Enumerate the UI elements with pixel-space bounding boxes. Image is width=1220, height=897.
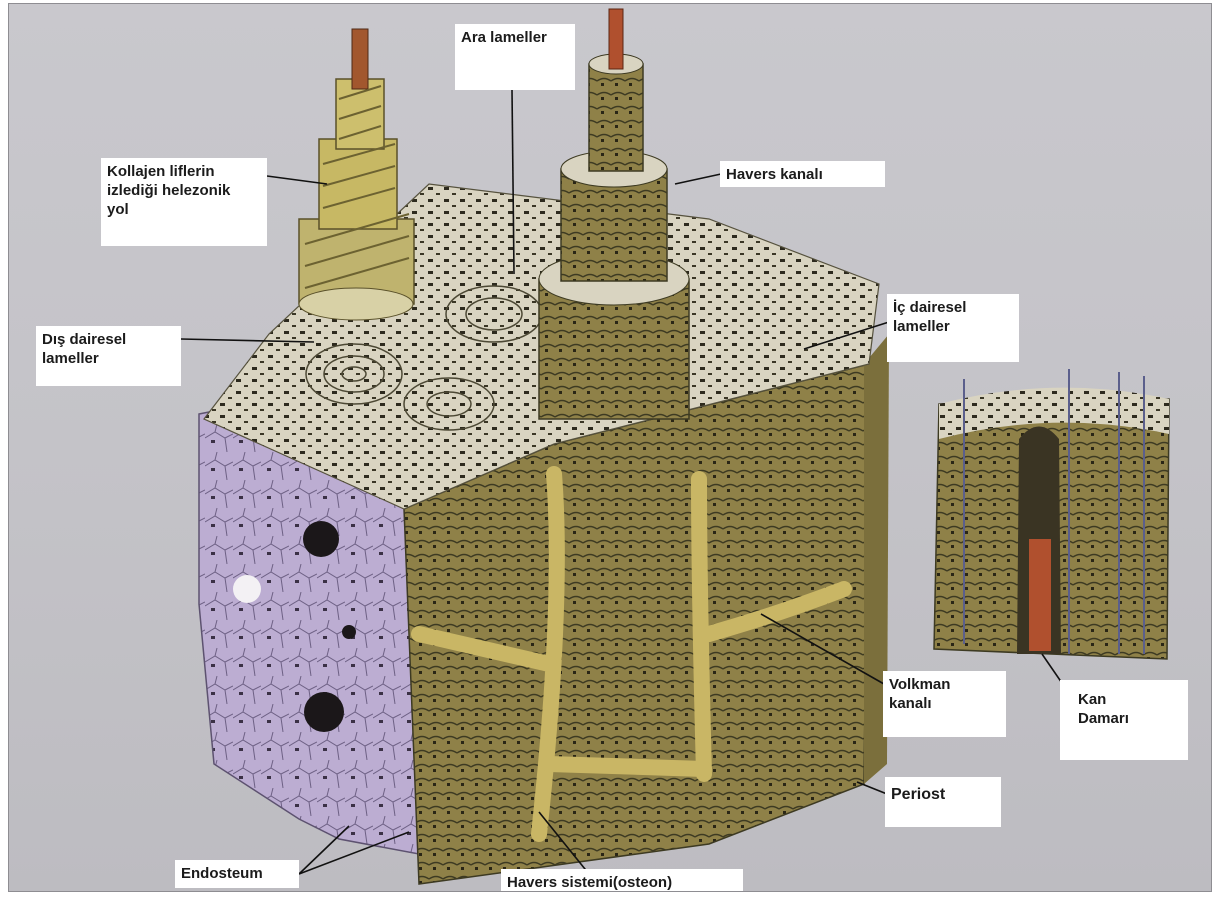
label-dis-dairesel-lameller: Dış dairesel lameller: [36, 326, 181, 386]
label-ic-dairesel-lameller: İç dairesel lameller: [887, 294, 1019, 362]
label-endosteum: Endosteum: [175, 860, 299, 888]
label-ara-lameller: Ara lameller: [455, 24, 575, 90]
label-periost: Periost: [885, 777, 1001, 827]
label-volkman-kanali: Volkman kanalı: [883, 671, 1006, 737]
marrow-cavity: [233, 575, 261, 603]
label-kollajen-helezonik: Kollajen liflerin izlediği helezonik yol: [101, 158, 267, 246]
diagram-frame: Ara lameller Kollajen liflerin izlediği …: [8, 3, 1212, 892]
label-kan-damari: Kan Damarı: [1060, 680, 1188, 760]
label-havers-kanali: Havers kanalı: [720, 161, 885, 187]
collagen-helix-osteon: [299, 29, 414, 320]
marrow-cavity: [342, 625, 356, 639]
label-havers-sistemi: Havers sistemi(osteon): [501, 869, 743, 892]
bone-section-right: [934, 369, 1169, 659]
marrow-cavity: [303, 521, 339, 557]
marrow-cavity: [304, 692, 344, 732]
bone-illustration: [9, 4, 1212, 892]
